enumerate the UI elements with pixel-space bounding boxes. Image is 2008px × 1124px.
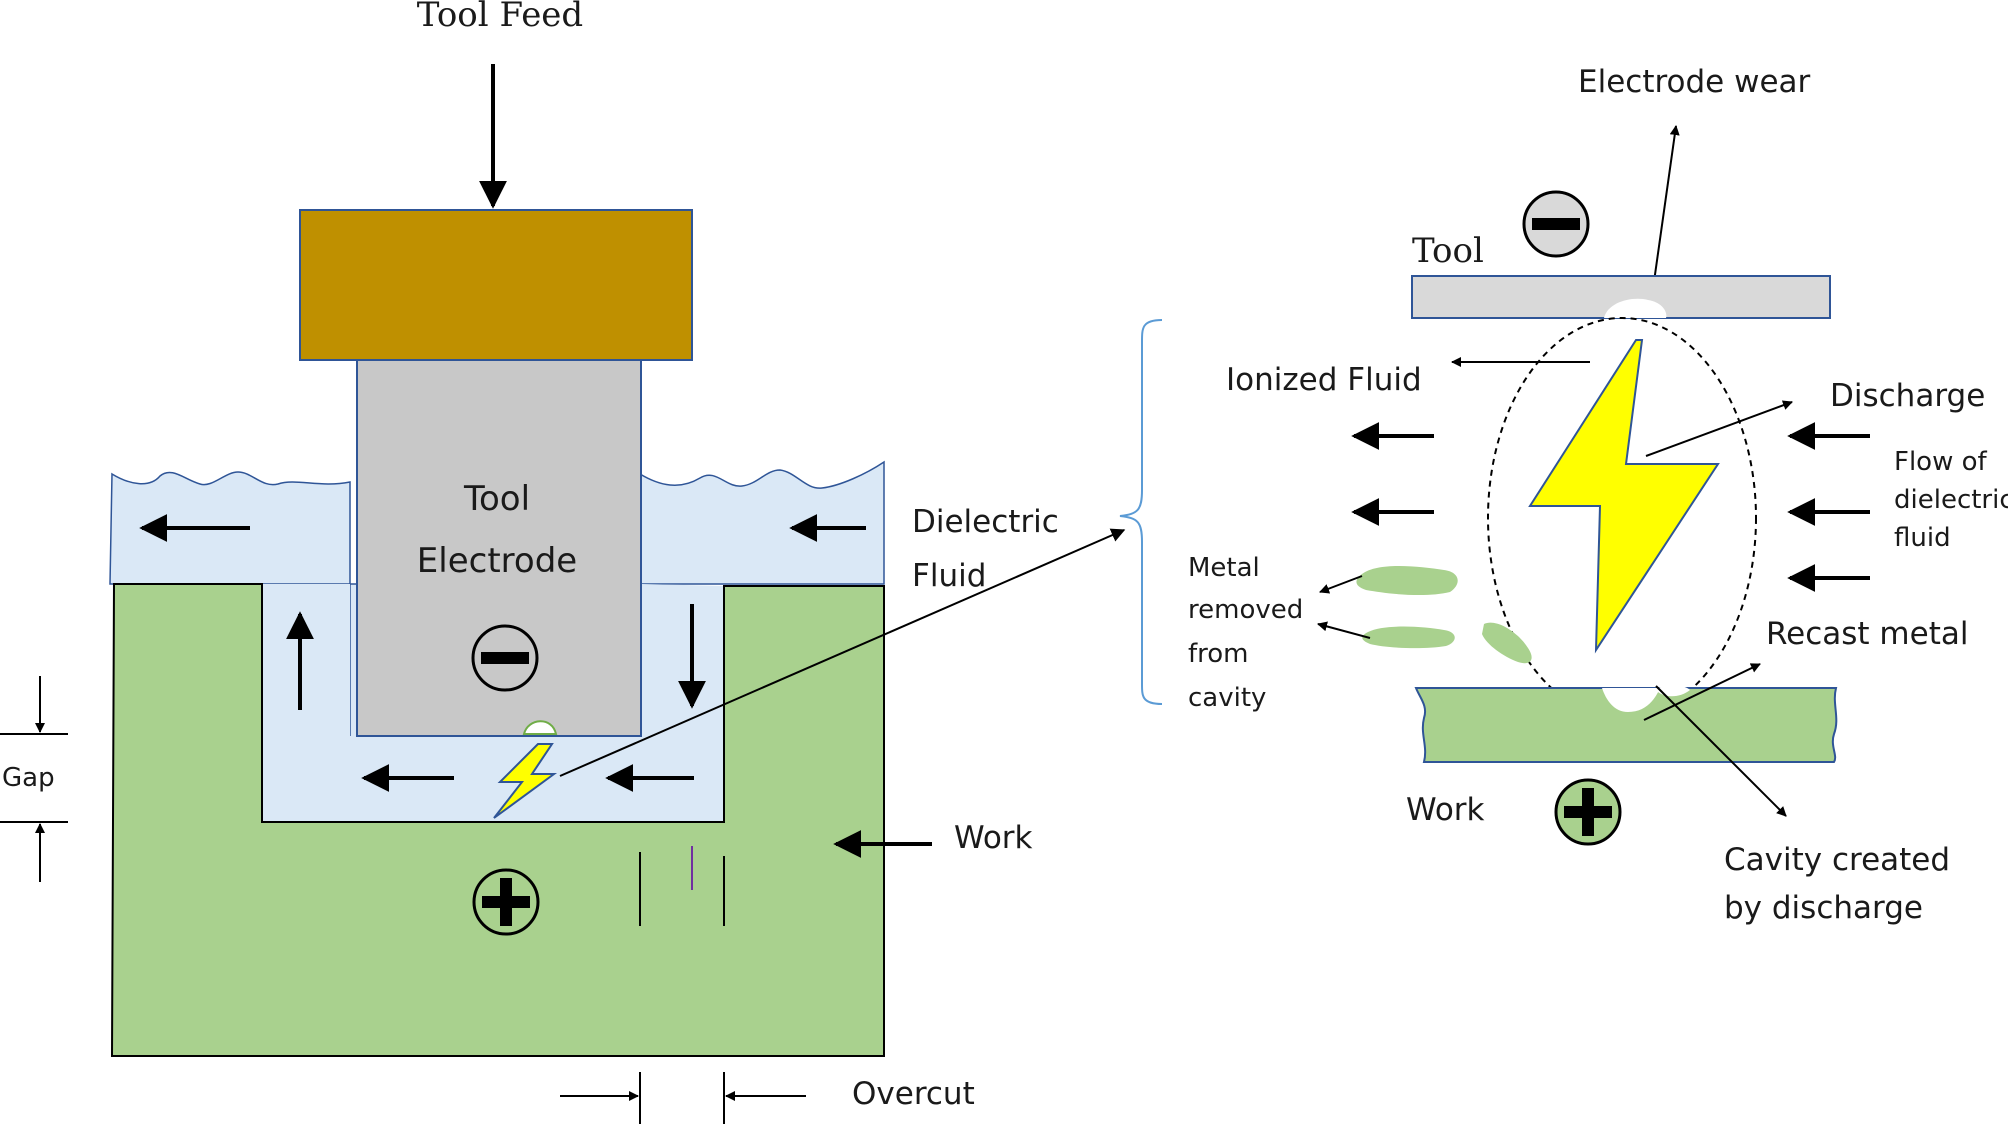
metal-label-3: from [1188, 639, 1249, 669]
recast-metal-label: Recast metal [1766, 616, 1968, 652]
metal-label-2: removed [1188, 595, 1303, 625]
zoom-brace [1119, 319, 1163, 705]
work-plate [1414, 687, 1838, 763]
metal-removed-arrow-2 [1317, 621, 1371, 639]
tool-label-right: Tool [1412, 231, 1484, 271]
cavity-label-1: Cavity created [1724, 842, 1950, 878]
flow-label-1: Flow of [1894, 447, 1988, 477]
flow-label-2: dielectric [1894, 485, 2008, 515]
discharge-label: Discharge [1830, 378, 1985, 414]
flow-label-3: fluid [1894, 523, 1951, 553]
cavity-crater [1602, 688, 1660, 712]
wear-spot-small [522, 720, 558, 735]
overcut-label: Overcut [852, 1076, 975, 1112]
metal-label-1: Metal [1188, 553, 1260, 583]
work-label-left: Work [954, 820, 1033, 856]
spark-small-icon [493, 743, 558, 819]
dielectric-fluid-label-1: Dielectric [912, 504, 1059, 540]
tool-electrode-label-2: Electrode [417, 541, 577, 581]
tool-feed-label: Tool Feed [417, 0, 583, 35]
electrode-wear-label: Electrode wear [1578, 64, 1811, 100]
dielectric-fluid-label-2: Fluid [912, 558, 986, 594]
metal-particle-2 [1362, 626, 1455, 649]
negative-icon [471, 624, 539, 692]
cavity-label-2: by discharge [1724, 890, 1923, 926]
zoom-leader-line [559, 528, 1126, 777]
metal-removed-arrow-1 [1319, 575, 1363, 594]
metal-particle-3 [1482, 622, 1532, 664]
recast-rim [1658, 685, 1690, 697]
discharge-arrow [1645, 400, 1793, 457]
spark-large-icon [1528, 339, 1720, 654]
negative-icon [1522, 190, 1590, 258]
tool-electrode-label-1: Tool [463, 479, 530, 519]
tool-holder [299, 209, 693, 361]
recast-metal-arrow [1643, 663, 1761, 721]
work-label-right: Work [1406, 792, 1485, 828]
ionized-fluid-label: Ionized Fluid [1226, 362, 1422, 398]
gap-label: Gap [2, 763, 55, 793]
positive-icon [472, 868, 540, 936]
wear-crater [1604, 298, 1667, 318]
metal-label-4: cavity [1188, 683, 1266, 713]
positive-icon [1554, 778, 1622, 846]
cavity-dielectric [262, 584, 724, 822]
cavity-arrow [1655, 685, 1787, 817]
metal-particle-1 [1356, 566, 1458, 596]
